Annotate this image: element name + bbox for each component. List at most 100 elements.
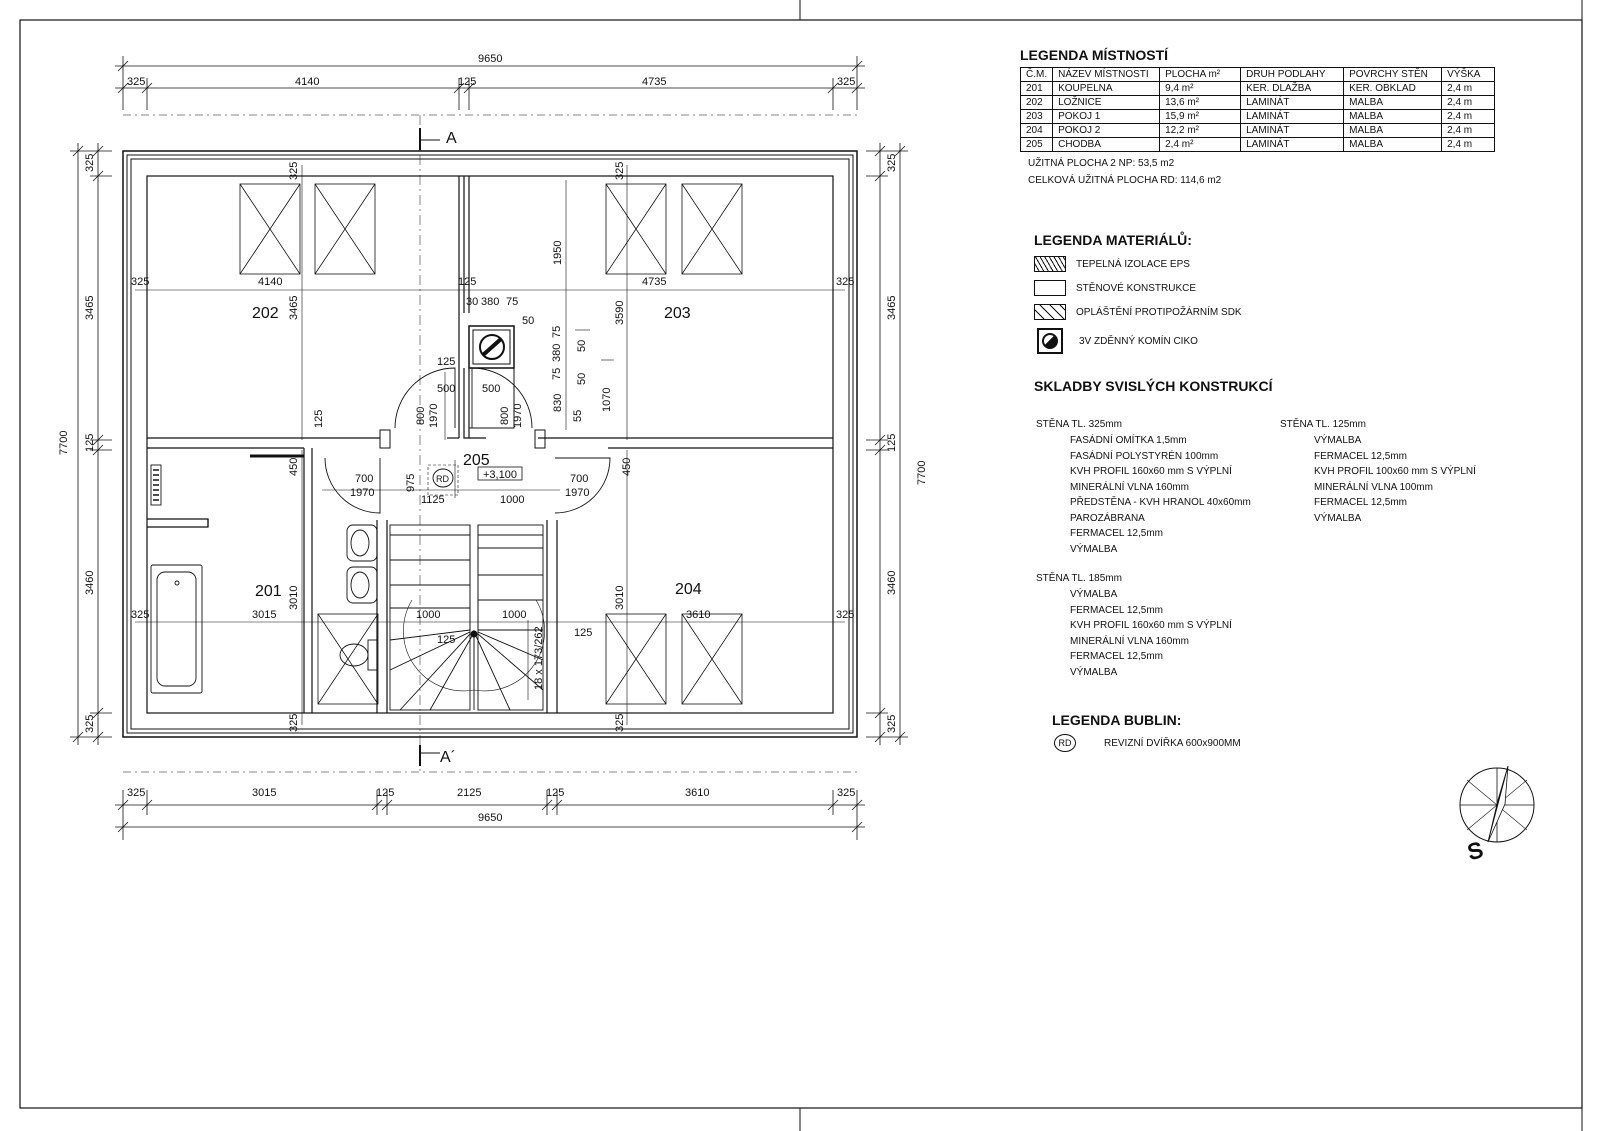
material-sdk: OPLÁŠTĚNÍ PROTIPOŽÁRNÍM SDK [1034, 300, 1242, 324]
level-mark: +3,100 [477, 466, 523, 481]
material-walls: STĚNOVÉ KONSTRUKCE [1034, 276, 1242, 300]
svg-text:125: 125 [546, 787, 564, 799]
svg-text:50: 50 [522, 315, 534, 327]
room-label-201: 201 [255, 583, 282, 600]
svg-text:325: 325 [836, 276, 854, 288]
svg-text:1970: 1970 [428, 404, 440, 428]
svg-text:125: 125 [886, 434, 898, 452]
wall-185-composition: STĚNA TL. 185mm VÝMALBA FERMACEL 12,5mm … [1036, 573, 1232, 678]
svg-text:3610: 3610 [686, 609, 710, 621]
svg-text:1070: 1070 [601, 388, 613, 412]
svg-text:2125: 2125 [457, 787, 481, 799]
svg-text:325: 325 [127, 787, 145, 799]
svg-text:125: 125 [437, 634, 455, 646]
north-label: S [1465, 837, 1486, 865]
svg-text:125: 125 [313, 410, 325, 428]
svg-text:1970: 1970 [350, 487, 374, 499]
svg-text:800: 800 [499, 407, 511, 425]
svg-text:1000: 1000 [416, 609, 440, 621]
svg-text:325: 325 [886, 715, 898, 733]
svg-text:325: 325 [836, 609, 854, 621]
svg-text:4735: 4735 [642, 76, 666, 88]
svg-text:700: 700 [355, 473, 373, 485]
legend-rooms: LEGENDA MÍSTNOSTÍ Č.M. NÁZEV MÍSTNOSTI P… [1019, 47, 1496, 186]
svg-text:325: 325 [614, 714, 626, 732]
svg-text:325: 325 [84, 154, 96, 172]
svg-text:325: 325 [131, 609, 149, 621]
usable-area-total: CELKOVÁ UŽITNÁ PLOCHA RD: 114,6 m2 [1028, 175, 1222, 186]
svg-text:325: 325 [837, 76, 855, 88]
staircase [389, 524, 545, 711]
chimney-icon [1037, 328, 1063, 354]
interior-walls [147, 176, 833, 713]
svg-text:125: 125 [84, 434, 96, 452]
fireproof-hatch-icon [1034, 304, 1066, 320]
room-label-205: 205 [463, 452, 490, 469]
svg-text:325: 325 [84, 715, 96, 733]
svg-text:3465: 3465 [886, 296, 898, 320]
usable-area-2np: UŽITNÁ PLOCHA 2 NP: 53,5 m2 [1028, 158, 1175, 169]
rooms-table-header: Č.M. NÁZEV MÍSTNOSTI PLOCHA m² DRUH PODL… [1019, 67, 1496, 82]
svg-text:3465: 3465 [84, 296, 96, 320]
section-label-a-prime: A´ [440, 749, 456, 766]
room-label-204: 204 [675, 581, 702, 598]
svg-text:325: 325 [288, 162, 300, 180]
rd-bubble-text: REVIZNÍ DVÍŘKA 600x900MM [1104, 737, 1241, 749]
svg-text:1970: 1970 [512, 404, 524, 428]
svg-text:500: 500 [437, 383, 455, 395]
svg-text:325: 325 [886, 154, 898, 172]
wall-125-composition: STĚNA TL. 125mm VÝMALBA FERMACEL 12,5mm … [1280, 419, 1476, 524]
insulation-hatch-icon [1034, 256, 1066, 272]
svg-text:125: 125 [458, 276, 476, 288]
svg-text:50: 50 [576, 373, 588, 385]
svg-text:+3,100: +3,100 [483, 469, 517, 481]
svg-text:380: 380 [551, 344, 563, 362]
svg-text:3015: 3015 [252, 609, 276, 621]
svg-text:75: 75 [551, 326, 563, 338]
svg-text:450: 450 [621, 458, 633, 476]
door-swings [250, 367, 611, 514]
svg-text:3010: 3010 [614, 586, 626, 610]
material-eps: TEPELNÁ IZOLACE EPS [1034, 252, 1242, 276]
section-markers [123, 114, 857, 773]
svg-text:50: 50 [576, 340, 588, 352]
bathroom-fixtures [150, 464, 378, 694]
svg-text:1125: 1125 [421, 494, 445, 506]
svg-text:1000: 1000 [500, 494, 524, 506]
svg-text:9650: 9650 [478, 812, 502, 824]
svg-text:RD: RD [436, 474, 449, 484]
svg-text:1970: 1970 [565, 487, 589, 499]
room-label-202: 202 [252, 305, 279, 322]
wall-compositions: SKLADBY SVISLÝCH KONSTRUKCÍ [1034, 378, 1273, 394]
svg-text:325: 325 [131, 276, 149, 288]
dimension-texts: 9650 325 4140 125 4735 325 325 3015 125 … [58, 53, 928, 824]
svg-text:4140: 4140 [295, 76, 319, 88]
svg-text:75: 75 [506, 296, 518, 308]
dimension-lines [70, 56, 908, 840]
svg-text:1950: 1950 [552, 241, 564, 265]
svg-text:325: 325 [127, 76, 145, 88]
svg-text:3465: 3465 [288, 296, 300, 320]
svg-text:7700: 7700 [916, 461, 928, 485]
sheet-frame [19, 0, 1583, 1131]
svg-text:7700: 7700 [58, 431, 70, 455]
room-label-203: 203 [664, 305, 691, 322]
svg-text:30: 30 [466, 296, 478, 308]
svg-text:830: 830 [552, 394, 564, 412]
stair-note: 18 x 173/262 [533, 626, 545, 690]
svg-text:700: 700 [570, 473, 588, 485]
svg-text:3460: 3460 [886, 571, 898, 595]
rd-bubble-icon: RD [1054, 734, 1076, 752]
legend-bubbles: LEGENDA BUBLIN: RD REVIZNÍ DVÍŘKA 600x90… [1052, 712, 1241, 752]
rooms-table: Č.M. NÁZEV MÍSTNOSTI PLOCHA m² DRUH PODL… [1019, 67, 1496, 152]
svg-text:125: 125 [376, 787, 394, 799]
compositions-title: SKLADBY SVISLÝCH KONSTRUKCÍ [1034, 378, 1273, 394]
wall-symbol-icon [1034, 280, 1066, 296]
chimney [468, 325, 515, 429]
svg-text:4140: 4140 [258, 276, 282, 288]
svg-text:125: 125 [437, 356, 455, 368]
svg-text:9650: 9650 [478, 53, 502, 65]
